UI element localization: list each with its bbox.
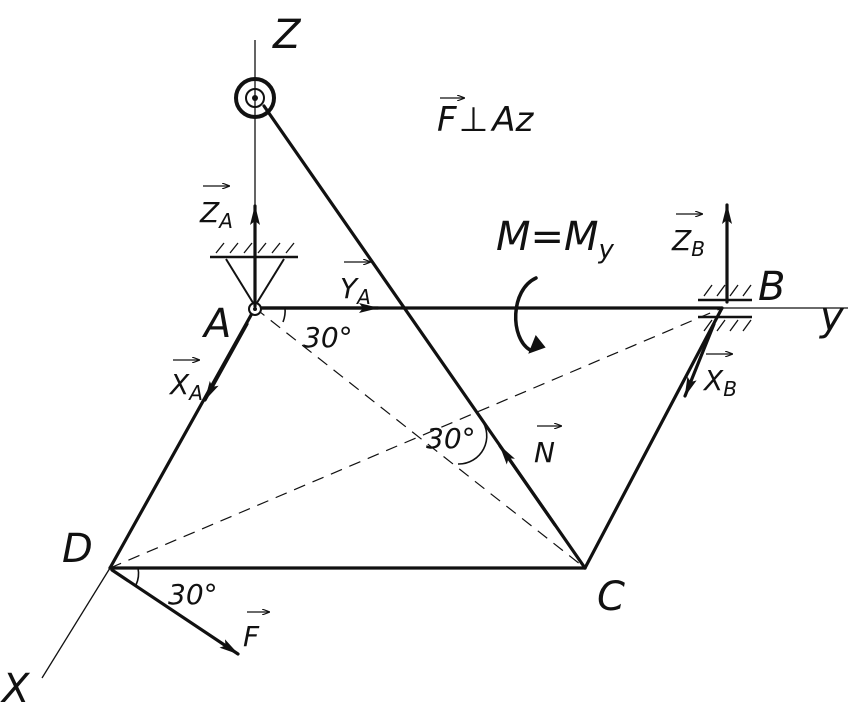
axis-x-line (41, 567, 111, 679)
condition-label: F⊥Az (437, 100, 534, 140)
force-ya-label: YA (340, 272, 371, 309)
edge-cb (583, 306, 724, 570)
angle-arc-a (282, 307, 286, 323)
force-arrow-xa (203, 322, 249, 402)
force-arrow-f (110, 568, 240, 656)
force-f-label: F (243, 620, 260, 653)
axis-y-label: y (819, 294, 845, 340)
axis-z-label: Z (272, 12, 302, 58)
angle-arc-c (457, 418, 488, 465)
point-a-label: A (201, 301, 231, 347)
diagonal-bd (109, 307, 723, 569)
force-xb-label: XB (702, 364, 737, 401)
point-b-label: B (758, 264, 785, 310)
angle-d-label: 30° (168, 578, 218, 611)
moment-label: M=My (496, 214, 615, 265)
force-arrow-xb (683, 322, 716, 398)
angle-c-label: 30° (426, 422, 476, 455)
point-d-label: D (62, 526, 93, 572)
force-n-label: N (534, 436, 555, 469)
force-za-label: ZA (199, 196, 233, 233)
angle-arc-d (135, 567, 140, 586)
diagonal-ac (254, 307, 586, 569)
force-arrow-n (498, 444, 557, 527)
point-c-label: C (597, 574, 625, 620)
angle-a-label: 30° (303, 321, 353, 354)
axis-x-label: X (0, 666, 31, 712)
force-zb-label: ZB (671, 224, 705, 261)
bearing-support-icon (698, 284, 752, 332)
moment-arrow-icon (514, 276, 546, 354)
pulley-icon (234, 77, 276, 119)
force-xa-label: XA (168, 368, 203, 405)
